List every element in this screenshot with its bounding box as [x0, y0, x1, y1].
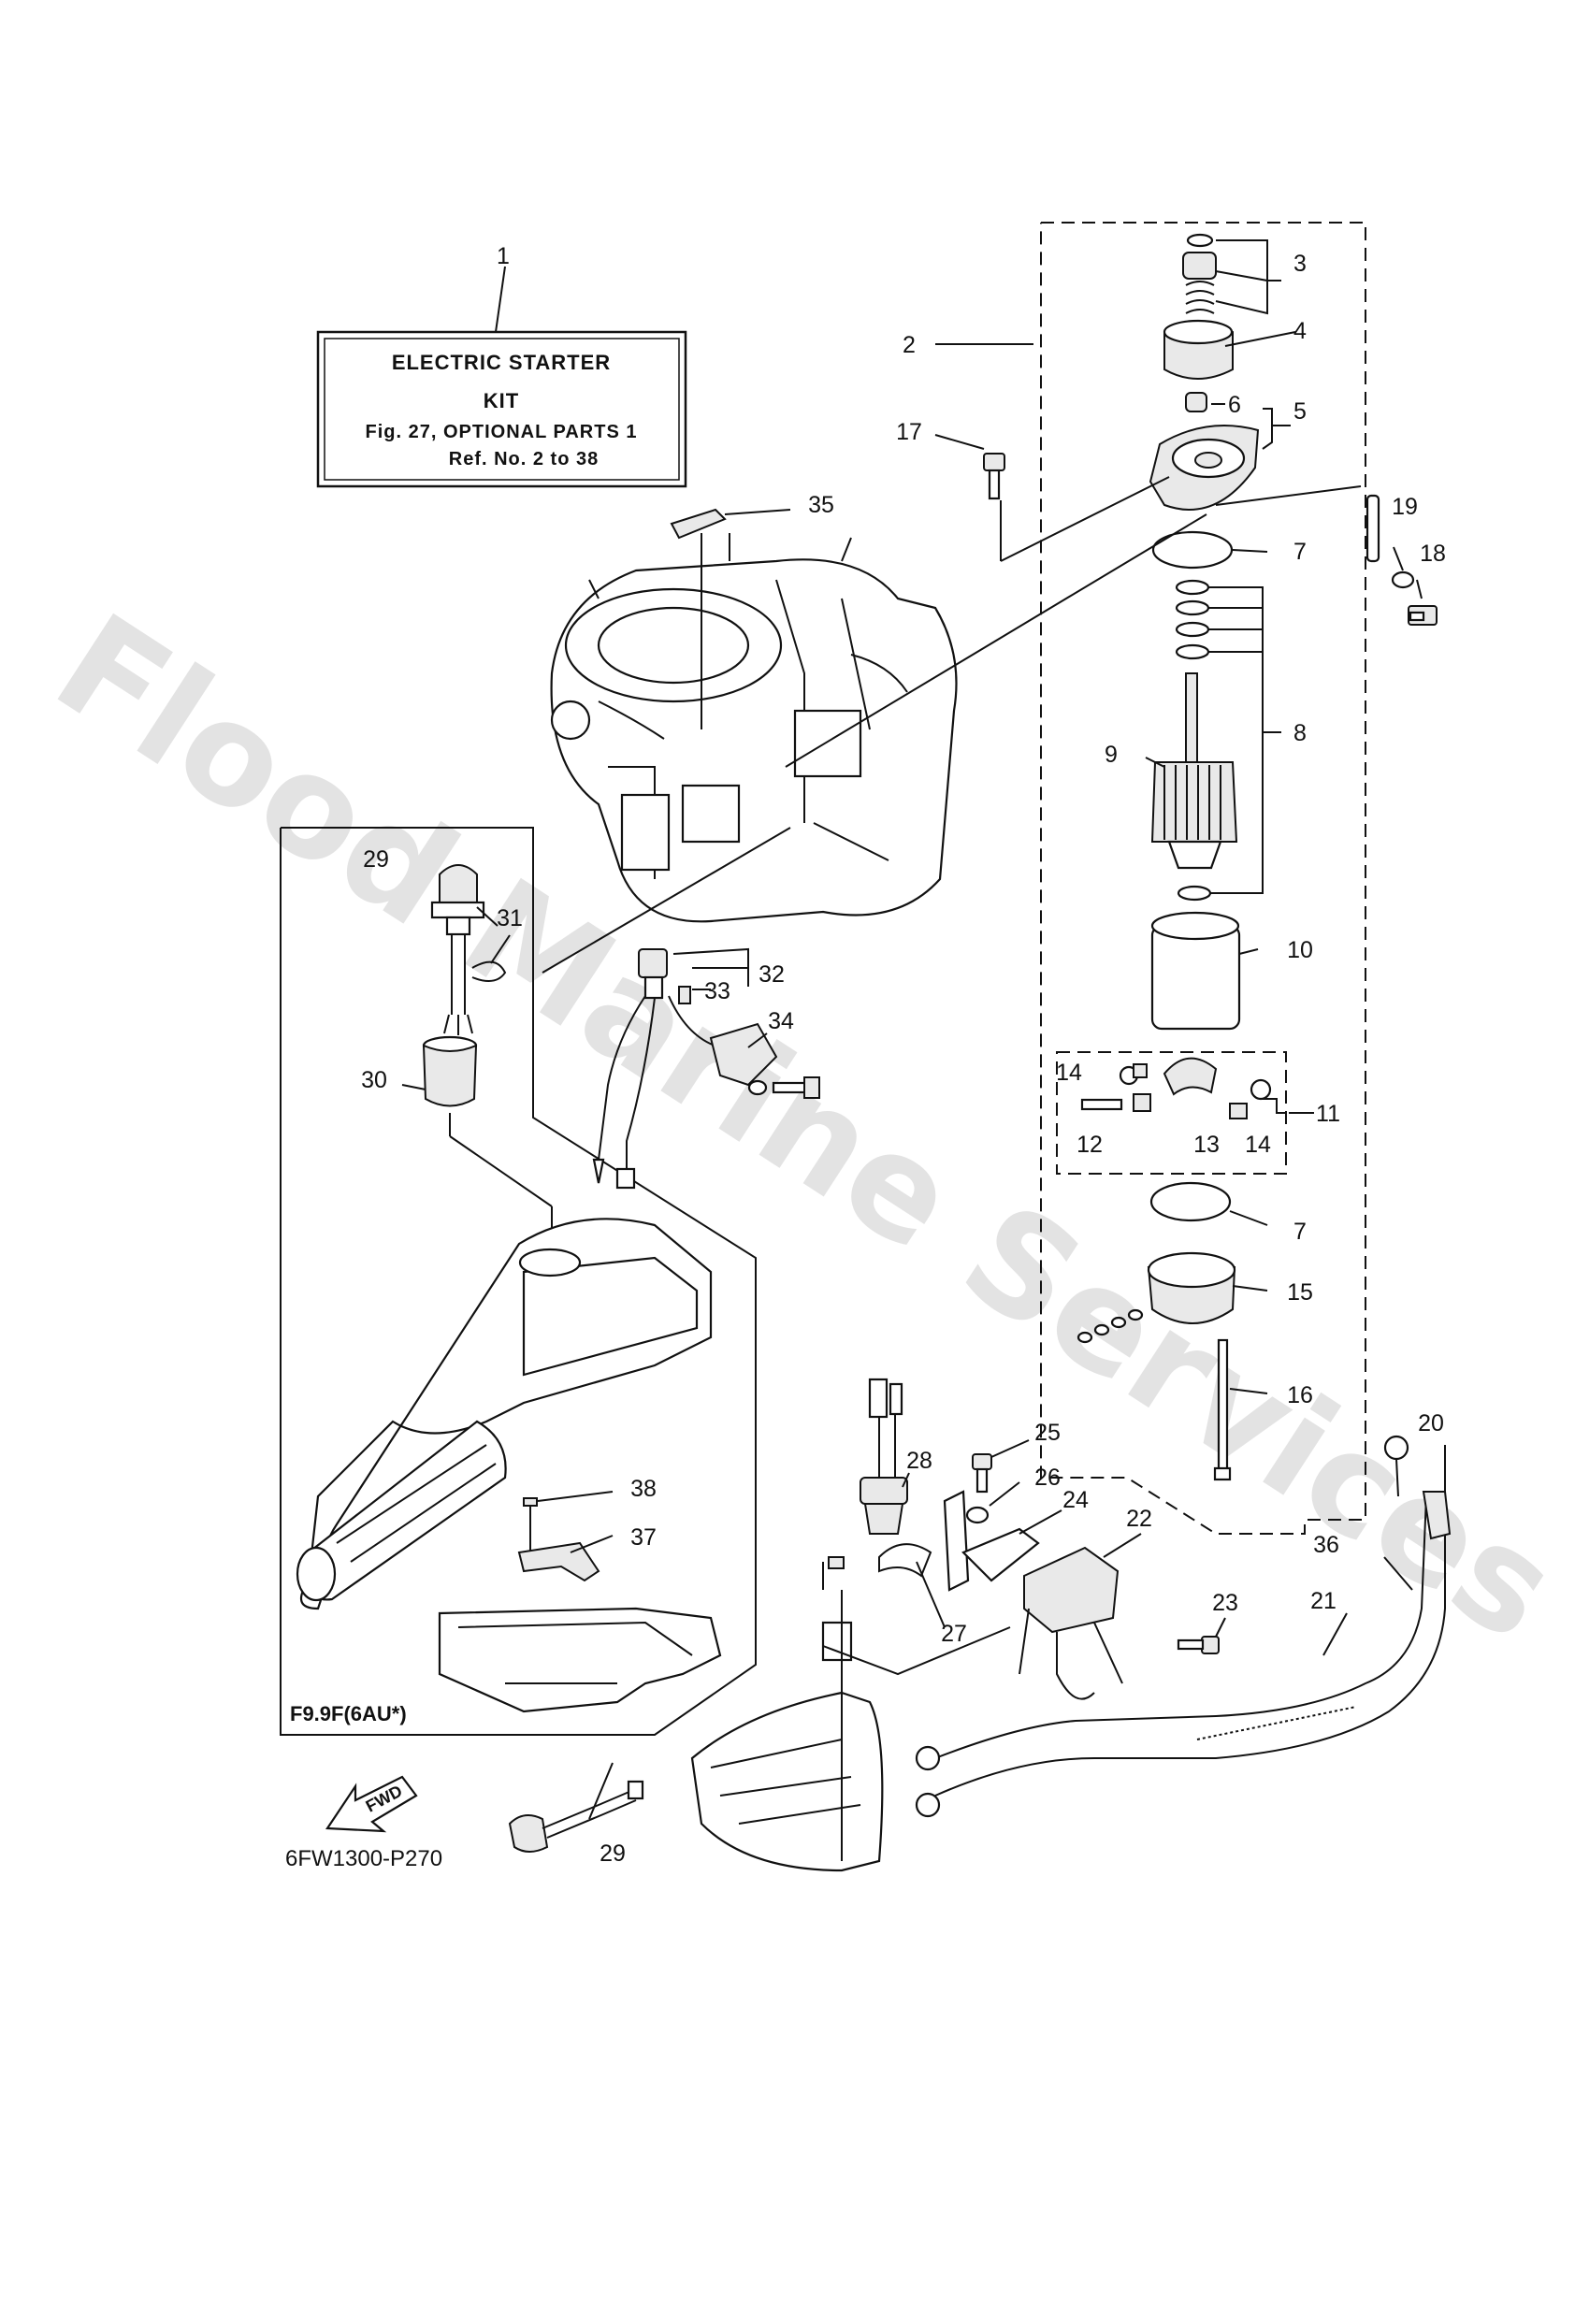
- callout-8: 8: [1293, 720, 1307, 746]
- callout-32: 32: [759, 961, 785, 988]
- callout-38: 38: [630, 1476, 657, 1502]
- engine-block: [550, 533, 958, 923]
- callout-20: 20: [1418, 1410, 1444, 1436]
- leader-lines: [401, 239, 1446, 1820]
- drawing-code: 6FW1300-P270: [285, 1846, 442, 1871]
- switch-29-lower: [508, 1780, 644, 1853]
- callout-5: 5: [1293, 398, 1307, 425]
- callout-4: 4: [1293, 318, 1307, 344]
- callout-18: 18: [1420, 541, 1446, 567]
- callout-14-left: 14: [1056, 1060, 1082, 1086]
- lower-casing: [690, 1556, 1011, 1872]
- callout-36: 36: [1313, 1532, 1339, 1558]
- callout-7-lower: 7: [1293, 1219, 1307, 1245]
- kit-figure-ref: Fig. 27, OPTIONAL PARTS 1: [366, 422, 638, 442]
- starter-motor-parts: [1076, 233, 1272, 1481]
- kit-title: ELECTRIC STARTER: [392, 351, 611, 374]
- callout-31: 31: [497, 905, 523, 931]
- callout-28: 28: [906, 1448, 932, 1474]
- bolt-17: [983, 453, 1005, 500]
- callout-37: 37: [630, 1524, 657, 1551]
- callout-34: 34: [768, 1008, 794, 1034]
- model-label: F9.9F(6AU*): [290, 1702, 407, 1725]
- kit-ref-range: Ref. No. 2 to 38: [449, 449, 599, 469]
- callout-22: 22: [1126, 1506, 1152, 1532]
- callout-2: 2: [903, 332, 916, 358]
- callout-7-upper: 7: [1293, 539, 1307, 565]
- bolt-18-washer-19: [1365, 494, 1438, 626]
- callout-numbers: 1 2 3 4 5 6 7 8 9 10 11 12 13 14 14 7 15…: [361, 243, 1446, 1867]
- callout-23: 23: [1212, 1590, 1238, 1616]
- callout-9: 9: [1105, 742, 1118, 768]
- callout-25: 25: [1034, 1420, 1061, 1446]
- callout-19: 19: [1392, 494, 1418, 520]
- callout-13: 13: [1193, 1132, 1220, 1158]
- starter-motor-boundary: [1040, 222, 1366, 1535]
- callout-29-lower: 29: [600, 1840, 626, 1867]
- callout-11: 11: [1316, 1101, 1340, 1127]
- callout-21: 21: [1310, 1588, 1337, 1614]
- callout-1: 1: [497, 243, 510, 269]
- callout-6: 6: [1228, 392, 1241, 418]
- callout-17: 17: [896, 419, 922, 445]
- tiller-detail-parts: [296, 864, 722, 1713]
- callout-27: 27: [941, 1621, 967, 1647]
- callout-14-right: 14: [1245, 1132, 1271, 1158]
- tiller-detail-boundary: [280, 827, 757, 1736]
- callout-10: 10: [1287, 937, 1313, 963]
- callout-35: 35: [808, 492, 834, 518]
- callout-15: 15: [1287, 1279, 1313, 1306]
- fwd-arrow: FWD: [325, 1775, 418, 1833]
- callout-12: 12: [1076, 1132, 1103, 1158]
- callout-16: 16: [1287, 1382, 1313, 1408]
- callout-3: 3: [1293, 251, 1307, 277]
- callout-24: 24: [1062, 1487, 1089, 1513]
- callout-29-upper: 29: [363, 846, 389, 873]
- callout-33: 33: [704, 978, 730, 1004]
- callout-30: 30: [361, 1067, 387, 1093]
- kit-info-box: ELECTRIC STARTER KIT Fig. 27, OPTIONAL P…: [316, 266, 687, 488]
- clamp-35: [670, 508, 727, 729]
- kit-subtitle: KIT: [484, 389, 519, 412]
- callout-26: 26: [1034, 1465, 1061, 1491]
